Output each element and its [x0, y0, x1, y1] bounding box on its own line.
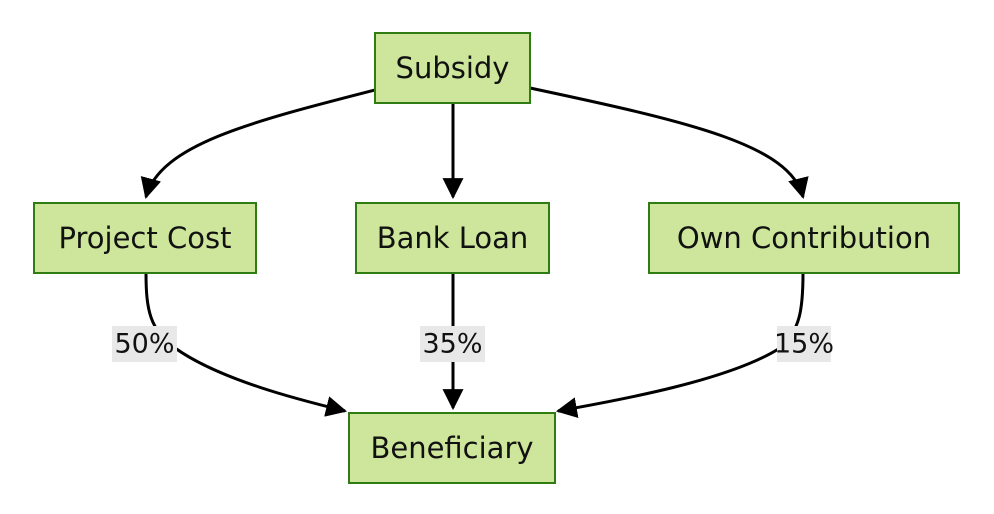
- node-own-contribution: Own Contribution: [648, 202, 960, 274]
- node-subsidy-label: Subsidy: [396, 51, 510, 85]
- node-bank-loan-label: Bank Loan: [377, 221, 529, 255]
- node-own-contribution-label: Own Contribution: [677, 221, 931, 255]
- edge-label-35-text: 35%: [422, 329, 482, 360]
- edge-project-cost-to-beneficiary: [144, 272, 348, 417]
- node-project-cost: Project Cost: [33, 202, 257, 274]
- edge-subsidy-to-own-contribution: [529, 86, 809, 200]
- edge-label-15-text: 15%: [774, 329, 834, 360]
- node-bank-loan: Bank Loan: [355, 202, 550, 274]
- node-beneficiary: Beneficiary: [348, 412, 556, 484]
- edge-label-50-text: 50%: [114, 329, 174, 360]
- edge-own-contribution-to-beneficiary: [555, 272, 805, 419]
- edge-label-35: 35%: [420, 326, 485, 362]
- edge-subsidy-to-project-cost: [140, 88, 376, 200]
- node-project-cost-label: Project Cost: [59, 221, 232, 255]
- edge-label-50: 50%: [112, 326, 177, 362]
- node-subsidy: Subsidy: [374, 32, 531, 104]
- node-beneficiary-label: Beneficiary: [370, 431, 533, 465]
- edge-label-15: 15%: [774, 326, 834, 362]
